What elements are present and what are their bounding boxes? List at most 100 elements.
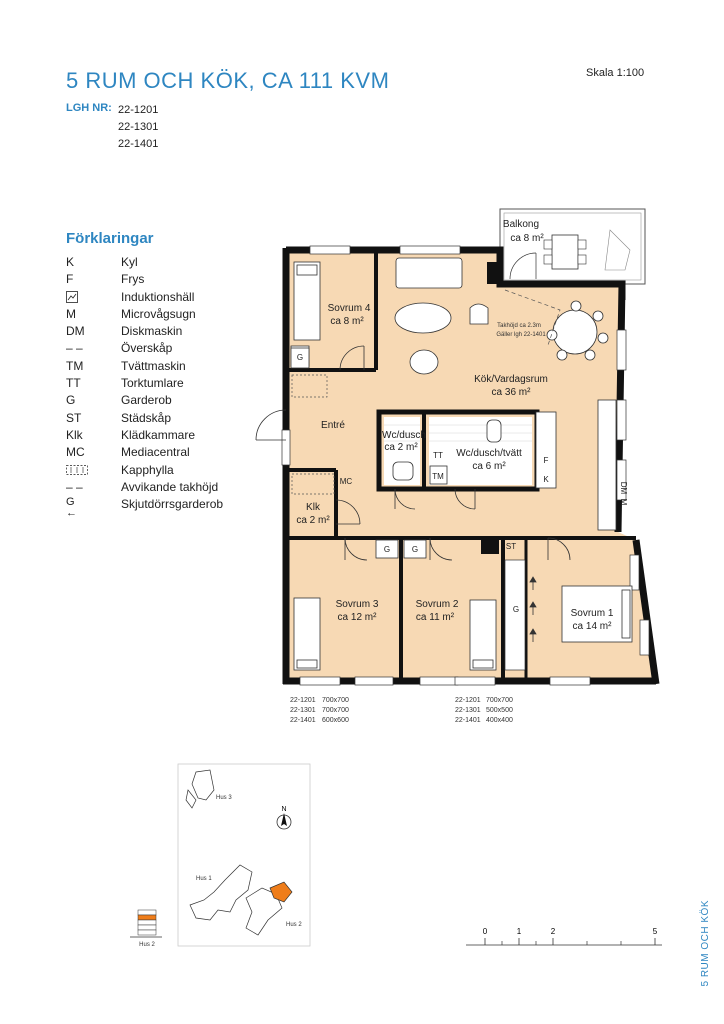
legend-desc: Tvättmaskin: [121, 358, 186, 373]
fixture-tt: TT: [433, 451, 443, 460]
legend-code: G: [66, 393, 76, 408]
room-name-klk: Klk: [306, 502, 321, 513]
interior-walls: [288, 252, 636, 680]
fixture-g: G: [412, 545, 418, 554]
bathroom-tiles: [384, 417, 532, 485]
room-area-sovrum4: ca 8 m²: [330, 316, 364, 327]
room-area-sovrum1: ca 14 m²: [573, 621, 613, 632]
legend-desc: Diskmaskin: [121, 324, 183, 339]
window-size: 400x400: [486, 717, 513, 724]
fixture-k: K: [543, 475, 549, 484]
legend-desc: Microvågsugn: [121, 306, 196, 321]
sliding-door-icon: G←: [66, 496, 77, 520]
sliding-door-arrows: [529, 576, 537, 642]
room-name-wc1: Wc/dusch: [382, 430, 426, 441]
site-map: N Hus 3 Hus 1 Hus 2: [177, 763, 311, 947]
window-table-left: 22-1201 700x700 22-1301 700x700 22-1401 …: [290, 697, 349, 724]
legend-desc: Överskåp: [121, 341, 173, 356]
legend-code: DM: [66, 324, 85, 339]
room-name-sovrum2: Sovrum 2: [416, 599, 459, 610]
fixture-tm: TM: [432, 472, 444, 481]
window-size: 600x600: [322, 717, 349, 724]
legend-desc: Kapphylla: [121, 462, 174, 477]
site-hus3: Hus 3: [216, 795, 232, 801]
window-lgh: 22-1201: [455, 697, 481, 704]
windows: [281, 245, 650, 686]
room-area-klk: ca 2 m²: [296, 515, 330, 526]
building-icon-label: Hus 2: [139, 942, 155, 948]
fixture-g: G: [297, 353, 303, 362]
window-table-right: 22-1201 700x700 22-1301 500x500 22-1401 …: [455, 697, 513, 724]
scale-tick: 2: [551, 927, 556, 936]
apartment-number: 22-1401: [118, 138, 159, 150]
ceiling-note-1: Takhöjd ca 2.3m: [497, 323, 541, 329]
scale-tick: 0: [483, 927, 488, 936]
legend-code: F: [66, 272, 74, 287]
window-size: 700x700: [322, 707, 349, 714]
window-size: 700x700: [486, 697, 513, 704]
ceiling-height-boundary: [504, 289, 561, 346]
room-area-wc2: ca 6 m²: [472, 461, 506, 472]
scale-bar: 0 1 2 5: [466, 927, 662, 946]
room-name-kok: Kök/Vardagsrum: [474, 374, 548, 385]
legend-desc: Mediacentral: [121, 445, 190, 460]
room-name-sovrum1: Sovrum 1: [571, 608, 614, 619]
legend-desc: Torktumlare: [121, 376, 184, 391]
fixture-dm: DM: [619, 482, 628, 495]
window-lgh: 22-1201: [290, 697, 316, 704]
legend-code: – –: [66, 479, 83, 494]
legend-code: TT: [66, 376, 81, 391]
fixture-f: F: [544, 456, 549, 465]
north-label: N: [281, 806, 286, 813]
legend-desc: Städskåp: [121, 410, 172, 425]
legend-code: MC: [66, 445, 85, 460]
room-area-kok: ca 36 m²: [492, 387, 532, 398]
balcony: [499, 208, 646, 285]
window-lgh: 22-1301: [455, 707, 481, 714]
legend-code: M: [66, 306, 76, 321]
room-area-sovrum3: ca 12 m²: [338, 612, 378, 623]
fixture-g: G: [384, 545, 390, 554]
legend-title: Förklaringar: [66, 230, 154, 247]
room-area-balkong: ca 8 m²: [510, 233, 544, 244]
room-name-balkong: Balkong: [503, 219, 539, 230]
fixture-mc: MC: [340, 477, 353, 486]
fixture-g: G: [513, 605, 519, 614]
room-name-sovrum4: Sovrum 4: [328, 303, 371, 314]
side-label: 5 RUM OCH KÖK: [700, 900, 711, 987]
furniture: [290, 257, 633, 671]
legend-code: K: [66, 255, 75, 269]
legend-desc: Skjutdörrsgarderob: [121, 497, 224, 512]
building-stack-icon: Hus 2: [130, 909, 162, 948]
legend-desc: Frys: [121, 272, 145, 287]
room-area-wc1: ca 2 m²: [384, 442, 418, 453]
window-size: 700x700: [322, 697, 349, 704]
scale-label: Skala 1:100: [586, 67, 645, 79]
apartment-number: 22-1301: [118, 121, 159, 133]
legend-desc: Garderob: [121, 393, 172, 408]
scale-tick: 5: [653, 927, 658, 936]
legend-desc: Klädkammare: [121, 427, 196, 442]
legend-desc: Induktionshäll: [121, 289, 195, 304]
coat-rack-icon: [66, 462, 116, 479]
room-labels: Balkong ca 8 m² Sovrum 4 ca 8 m² Kök/Var…: [296, 219, 614, 632]
site-hus1: Hus 1: [196, 876, 212, 882]
apartment-number-list: 22-1201 22-1301 22-1401: [118, 102, 158, 153]
room-name-entre: Entré: [321, 420, 345, 431]
doors: [255, 345, 571, 561]
coat-rack: [291, 374, 335, 495]
room-name-wc2: Wc/dusch/tvätt: [456, 448, 522, 459]
window-size: 500x500: [486, 707, 513, 714]
fixture-st: ST: [506, 542, 516, 551]
fixture-labels: G G G G ST MC TT TM F K DM M: [297, 353, 628, 614]
legend-code: Klk: [66, 427, 83, 442]
room-name-sovrum3: Sovrum 3: [336, 599, 379, 610]
legend-desc: Avvikande takhöjd: [121, 479, 219, 494]
ceiling-note: Takhöjd ca 2.3m Gäller lgh 22-1401: [496, 323, 546, 338]
legend-desc: Kyl: [121, 255, 138, 269]
window-lgh: 22-1301: [290, 707, 316, 714]
legend-code: – –: [66, 341, 83, 356]
fixture-m: M: [619, 499, 628, 506]
apartment-number: 22-1201: [118, 104, 159, 116]
